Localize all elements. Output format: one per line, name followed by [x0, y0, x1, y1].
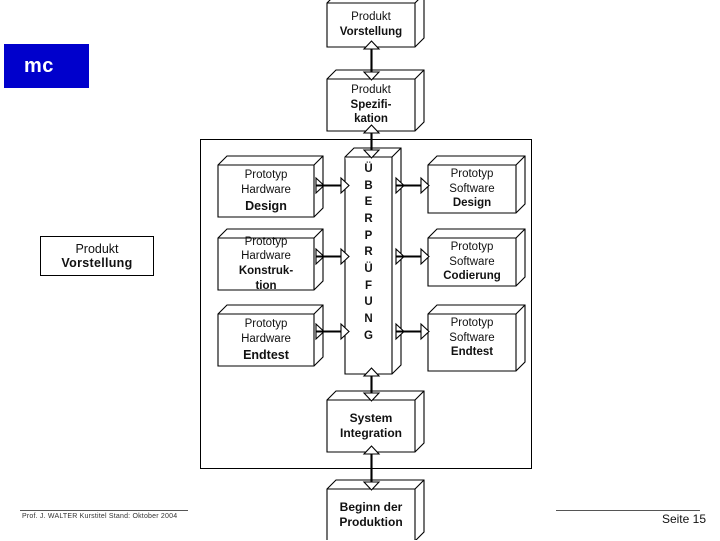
ueberpruefung-letter: R	[364, 213, 373, 226]
arrow-spezifikation-ueberpruefung	[362, 124, 381, 159]
text-line: Vorstellung	[339, 26, 403, 38]
text-line: Endtest	[243, 347, 289, 362]
label-produkt-vorstellung: Produkt Vorstellung	[327, 3, 415, 47]
left-label-box: Produkt Vorstellung	[40, 236, 154, 276]
diagram-frame	[200, 139, 532, 469]
arrow-ueberpruefung-sw-endtest	[395, 322, 430, 341]
footer-credit: Prof. J. WALTER Kurstitel Stand: Oktober…	[22, 513, 178, 520]
text-line: Software	[449, 331, 495, 344]
text-line: Produkt	[351, 11, 391, 24]
ueberpruefung-letter: U	[364, 296, 373, 309]
text-line: Spezifi-	[350, 98, 392, 111]
ueberpruefung-letter: N	[364, 313, 373, 326]
label-system-integration: System Integration	[327, 400, 415, 452]
text-line: Codierung	[443, 270, 501, 283]
text-line: Integration	[340, 426, 402, 440]
text-line: Produktion	[339, 515, 403, 529]
mc-logo: mc	[4, 44, 89, 88]
text-line: Prototyp	[450, 167, 494, 180]
page-number: Seite 15	[661, 512, 706, 526]
left-label-line2: Vorstellung	[61, 256, 133, 270]
ueberpruefung-letter: Ü	[364, 163, 373, 175]
arrow-hw-design-ueberpruefung	[315, 176, 350, 195]
text-line: Software	[449, 255, 495, 268]
text-line: Design	[452, 197, 492, 210]
arrow-ueberpruefung-integration	[362, 367, 381, 402]
arrow-hw-endtest-ueberpruefung	[315, 322, 350, 341]
text-line: Prototyp	[450, 240, 494, 253]
left-label-line1: Produkt	[75, 242, 119, 256]
text-line: Design	[245, 198, 287, 213]
text-line: Prototyp	[244, 169, 288, 182]
label-sw-codierung: Prototyp Software Codierung	[428, 238, 516, 286]
text-line: Endtest	[450, 346, 494, 359]
text-line: Prototyp	[450, 316, 494, 329]
text-line: Beginn der	[339, 499, 403, 514]
footer-divider-left	[20, 510, 188, 511]
label-hw-design: Prototyp Hardware Design	[218, 165, 314, 217]
ueberpruefung-letter: Ü	[364, 263, 373, 276]
label-beginn-produktion: Beginn der Produktion	[327, 489, 415, 541]
text-line: Hardware	[241, 333, 291, 345]
ueberpruefung-letter: E	[364, 196, 373, 209]
footer-divider-right	[556, 510, 700, 511]
text-line: Konstruk-	[238, 265, 294, 277]
text-line: Hardware	[241, 250, 291, 263]
arrow-vorstellung-spezifikation	[362, 40, 381, 81]
label-hw-endtest: Prototyp Hardware Endtest	[218, 314, 314, 366]
text-line: Software	[449, 182, 495, 195]
label-hw-konstruktion: Prototyp Hardware Konstruk- tion	[218, 235, 314, 292]
ueberpruefung-letter: F	[364, 279, 373, 292]
ueberpruefung-letter: P	[364, 229, 373, 242]
text-line: Prototyp	[244, 318, 288, 331]
label-produkt-spezifikation: Produkt Spezifi- kation	[327, 79, 415, 131]
ueberpruefung-letter: B	[364, 179, 373, 192]
text-line: Produkt	[351, 83, 391, 96]
label-sw-endtest: Prototyp Software Endtest	[428, 314, 516, 362]
text-line: System	[349, 410, 393, 425]
text-line: tion	[255, 279, 277, 292]
ueberpruefung-letter: R	[364, 246, 373, 259]
label-ueberpruefung: Ü B E R P R Ü F U N G	[345, 157, 392, 374]
text-line: Prototyp	[244, 235, 288, 248]
arrow-ueberpruefung-sw-design	[395, 176, 430, 195]
ueberpruefung-letter: G	[364, 329, 373, 342]
logo-text: mc	[24, 54, 54, 77]
arrow-integration-produktion	[362, 445, 381, 491]
text-line: kation	[354, 113, 388, 126]
arrow-ueberpruefung-sw-codierung	[395, 247, 430, 266]
text-line: Hardware	[241, 184, 291, 196]
label-sw-design: Prototyp Software Design	[428, 165, 516, 213]
arrow-hw-konstruktion-ueberpruefung	[315, 247, 350, 266]
